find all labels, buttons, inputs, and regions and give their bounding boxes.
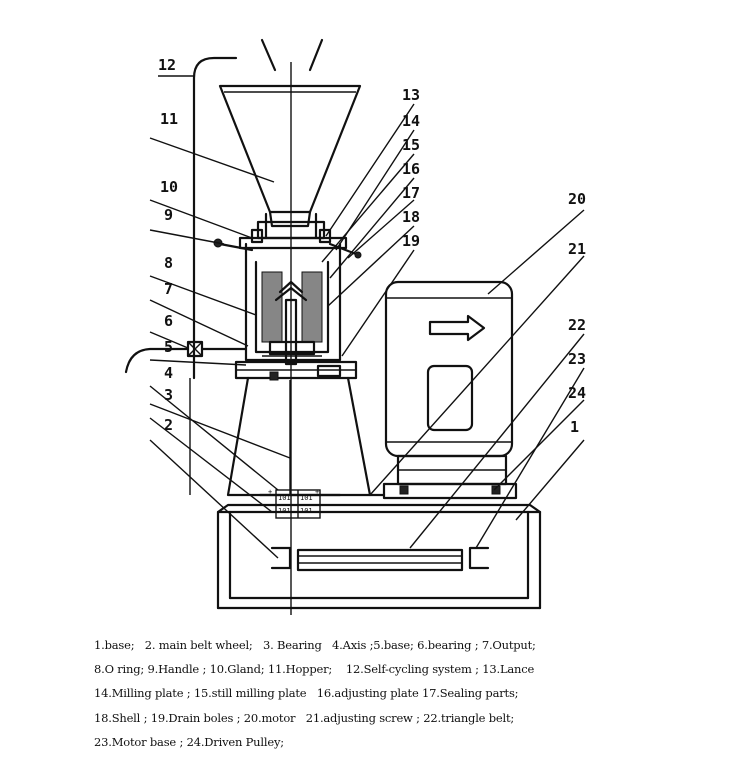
legend-line: 8.O ring; 9.Handle ; 10.Gland; 11.Hopper… [94, 662, 535, 677]
callout-21: 21 [568, 240, 586, 258]
callout-11: 11 [160, 110, 178, 128]
callout-9: 9 [164, 206, 173, 224]
callout-5: 5 [164, 338, 173, 356]
callout-1: 1 [570, 418, 579, 436]
rotation-arrow-icon [428, 314, 486, 342]
callout-13: 13 [402, 86, 420, 104]
legend-line: 23.Motor base ; 24.Driven Pulley; [94, 734, 284, 749]
motor [384, 280, 514, 486]
callout-10: 10 [160, 178, 178, 196]
callout-14: 14 [402, 112, 420, 130]
drain-valve [124, 340, 248, 374]
callout-24: 24 [568, 384, 586, 402]
callout-7: 7 [164, 280, 173, 298]
callout-18: 18 [402, 208, 420, 226]
legend-line: 18.Shell ; 19.Drain boles ; 20.motor 21.… [94, 710, 515, 725]
callout-3: 3 [164, 386, 173, 404]
belt-pulley-slot [270, 546, 490, 572]
legend-line: 14.Milling plate ; 15.still milling plat… [94, 686, 519, 701]
callout-2: 2 [164, 416, 173, 434]
plate-mark: 101 [278, 507, 291, 515]
callout-19: 19 [402, 232, 420, 250]
svg-text:+: + [268, 488, 272, 496]
callout-22: 22 [568, 316, 586, 334]
machine-base [216, 503, 542, 610]
callout-labels: 12 11 10 9 8 7 6 5 4 3 2 13 14 15 16 17 … [158, 56, 586, 436]
callout-12: 12 [158, 56, 176, 74]
plate-mark: 101 [300, 494, 313, 502]
mill-pedestal [226, 376, 372, 497]
plate-mark: 101 [278, 494, 291, 502]
colloid-mill-drawing: 101 101 101 101 + + [124, 38, 586, 615]
hopper [218, 38, 362, 228]
bearing-marks: 101 101 101 101 + + [268, 488, 321, 519]
parts-legend: 1.base; 2. main belt wheel; 3. Bearing 4… [94, 633, 714, 754]
gland-fittings [250, 212, 332, 244]
callout-8: 8 [164, 254, 173, 272]
callout-6: 6 [164, 312, 173, 330]
callout-16: 16 [402, 160, 420, 178]
callout-23: 23 [568, 350, 586, 368]
self-cycling-pipe [189, 56, 238, 495]
callout-15: 15 [402, 136, 420, 154]
plate-mark: 101 [300, 507, 313, 515]
callout-17: 17 [402, 184, 420, 202]
motor-base [368, 482, 518, 500]
svg-text:+: + [315, 488, 319, 496]
callout-4: 4 [164, 364, 173, 382]
callout-leaders-left [149, 75, 291, 559]
milling-chamber [238, 236, 348, 366]
legend-line: 1.base; 2. main belt wheel; 3. Bearing 4… [94, 638, 536, 652]
callout-leaders-right [321, 103, 585, 549]
callout-20: 20 [568, 190, 586, 208]
